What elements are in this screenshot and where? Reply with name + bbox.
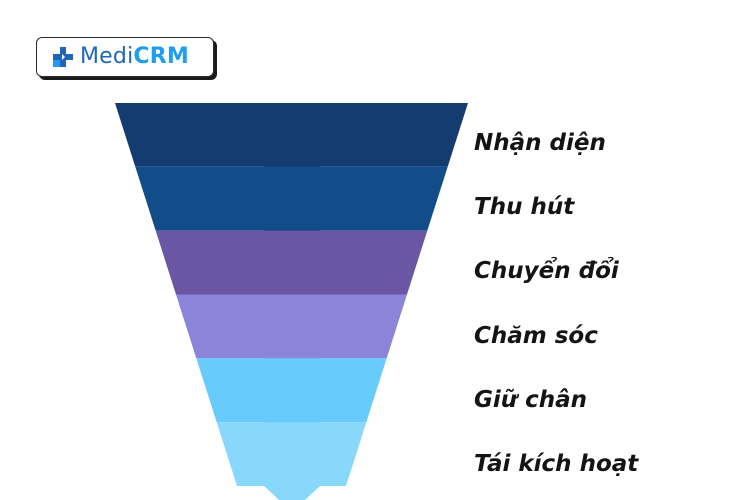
stage-label-giu-chan: Giữ chân (474, 387, 588, 413)
stage-label-thu-hut: Thu hút (474, 194, 575, 220)
funnel-layer-cham-soc (176, 294, 407, 385)
stage-label-nhan-dien: Nhận diện (474, 130, 606, 156)
funnel-layer-thu-hut (135, 166, 448, 257)
medicrm-logo: MediCRM (36, 37, 214, 77)
funnel-layers (115, 103, 468, 500)
funnel-layer-tai-kich-hoat (216, 422, 367, 500)
logo-medi-text: Medi (80, 44, 134, 69)
stage-label-tai-kich-hoat: Tái kích hoạt (474, 451, 639, 477)
funnel-layer-giu-chan (196, 358, 387, 449)
medical-plus-icon (53, 47, 73, 67)
logo-crm-text: CRM (133, 44, 189, 69)
stage-label-cham-soc: Chăm sóc (474, 323, 598, 349)
logo-wordmark: MediCRM (80, 46, 189, 68)
funnel-layer-nhan-dien (115, 103, 468, 193)
stage-label-chuyen-doi: Chuyển đổi (474, 258, 619, 284)
funnel-layer-chuyen-doi (155, 230, 428, 321)
